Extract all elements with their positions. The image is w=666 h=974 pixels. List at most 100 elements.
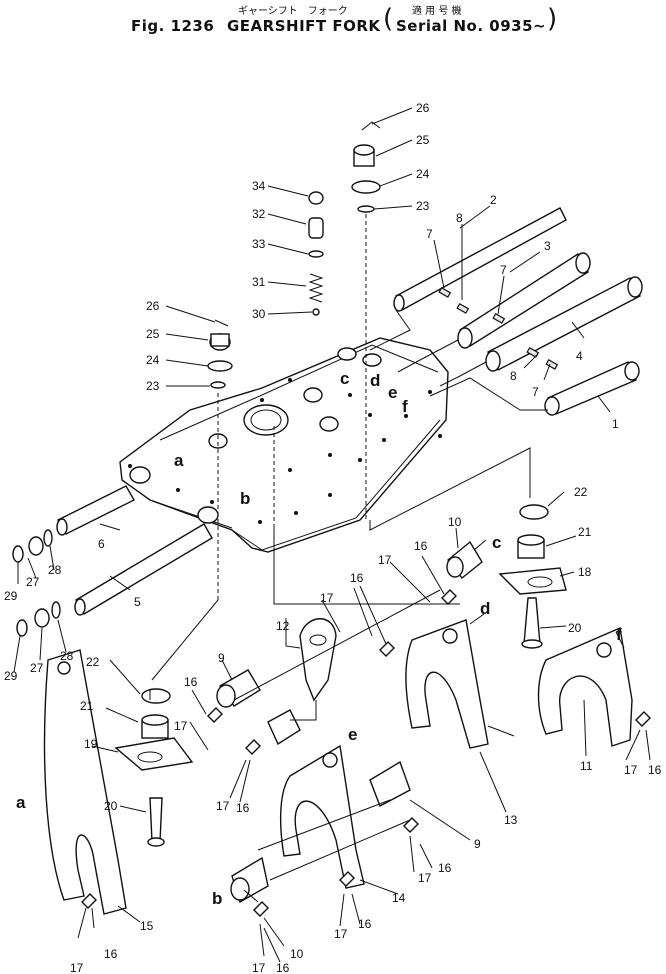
callout-7-middle: 7	[500, 263, 507, 277]
serial-number: Serial No. 0935~	[396, 17, 547, 35]
callout-16-lower-right: 16	[438, 861, 452, 875]
callout-27-lower: 27	[30, 661, 44, 675]
shift-shaft-3	[457, 252, 591, 349]
callout-17-lower-center: 17	[334, 927, 348, 941]
lever-12	[299, 618, 337, 702]
washer-22-left	[141, 688, 171, 704]
callout-13: 13	[504, 813, 518, 827]
callout-33: 33	[252, 237, 266, 251]
callout-17-lower-right: 17	[418, 871, 432, 885]
pivot-pin-20-right	[521, 597, 543, 649]
bearing-21-left	[141, 714, 169, 739]
callout-17-upper: 17	[378, 553, 392, 567]
washer-22-right	[519, 504, 549, 520]
callout-8-upper: 8	[456, 211, 463, 225]
diagram-title: GEARSHIFT FORK	[227, 17, 381, 35]
callout-16-bottom-center: 16	[276, 961, 290, 974]
callout-10-upper: 10	[448, 515, 462, 529]
shift-shaft-4	[485, 276, 643, 372]
callout-16-right: 16	[648, 763, 662, 777]
fork-14	[279, 744, 365, 889]
callout-27-upper: 27	[26, 575, 40, 589]
pins-7-8	[438, 286, 559, 370]
callout-32: 32	[252, 207, 266, 221]
callout-11: 11	[580, 759, 593, 773]
callout-17-bottom-left: 17	[70, 961, 84, 974]
letter-e-housing: e	[388, 383, 397, 402]
letter-f-part: f	[616, 625, 622, 644]
callout-14: 14	[392, 891, 406, 905]
bracket-18	[498, 567, 567, 595]
callout-4: 4	[576, 349, 583, 363]
callout-26-right: 26	[416, 101, 430, 115]
fork-15	[43, 649, 127, 915]
letter-a-part: a	[16, 793, 26, 812]
callout-5: 5	[134, 595, 141, 609]
callout-23-left: 23	[146, 379, 160, 393]
shaft-guide-lines	[369, 309, 548, 411]
callout-31: 31	[252, 275, 266, 289]
fork-11	[537, 627, 633, 747]
callout-16-lower-center: 16	[358, 917, 372, 931]
callout-26-left: 26	[146, 299, 160, 313]
left-fastener-stack	[207, 319, 233, 389]
block-10-lower	[230, 856, 269, 904]
callout-17-right: 17	[624, 763, 638, 777]
letter-c-housing: c	[340, 369, 349, 388]
shift-shaft-6	[56, 485, 135, 536]
letter-d-housing: d	[370, 371, 380, 390]
callout-16-mid: 16	[350, 571, 364, 585]
callout-19: 19	[84, 737, 98, 751]
callout-22-right: 22	[574, 485, 588, 499]
pivot-pin-20-left	[147, 797, 165, 847]
letter-f-housing: f	[402, 397, 408, 416]
callout-34: 34	[252, 179, 266, 193]
callout-21-right: 21	[578, 525, 592, 539]
letter-e-part: e	[348, 725, 357, 744]
callout-17-bottom-center: 17	[252, 961, 266, 974]
callout-16-bottom-left: 16	[104, 947, 118, 961]
callout-15: 15	[140, 919, 154, 933]
callout-29-upper: 29	[4, 589, 18, 603]
block-9-upper	[216, 669, 261, 708]
callout-30: 30	[252, 307, 266, 321]
serial-kana: 適 用 号 機	[412, 6, 462, 17]
fig-label: Fig. 1236	[131, 17, 215, 35]
callout-10-lower: 10	[290, 947, 304, 961]
callout-16-center: 16	[236, 801, 250, 815]
callout-23-right: 23	[416, 199, 430, 213]
callout-6: 6	[98, 537, 105, 551]
callout-17-mid: 17	[320, 591, 334, 605]
letter-a-housing: a	[174, 451, 184, 470]
plugs-27-28-29	[12, 529, 61, 637]
callout-9-upper: 9	[218, 651, 225, 665]
callout-8-lower: 8	[510, 369, 517, 383]
open-paren: (	[383, 4, 394, 34]
callout-17-left-upper: 17	[174, 719, 188, 733]
callout-18: 18	[578, 565, 592, 579]
block-9-lower	[369, 760, 411, 807]
callout-25-right: 25	[416, 133, 430, 147]
letter-c-part: c	[492, 533, 501, 552]
callout-28-lower: 28	[60, 649, 74, 663]
callout-7-lower: 7	[532, 385, 539, 399]
callout-29-lower: 29	[4, 669, 18, 683]
callout-7-upper: 7	[426, 227, 433, 241]
callout-16-left-upper: 16	[184, 675, 198, 689]
callout-25-left: 25	[146, 327, 160, 341]
callout-21-left: 21	[80, 699, 94, 713]
fork-13	[405, 619, 489, 749]
assembly-guide-lines	[149, 214, 531, 881]
letter-d-part: d	[480, 599, 490, 618]
callout-20-right: 20	[568, 621, 582, 635]
callout-1: 1	[612, 417, 619, 431]
callout-22-left: 22	[86, 655, 100, 669]
bolts-16-17	[81, 589, 651, 917]
shift-shaft-1	[544, 361, 640, 416]
callout-12: 12	[276, 619, 290, 633]
block-10-upper	[446, 540, 483, 579]
part-callouts: 26 25 24 23 34 32 33 31 30 26 25 24 23 2…	[4, 101, 662, 974]
callout-16-upper: 16	[414, 539, 428, 553]
title-kana: ギャーシフト フォーク	[238, 6, 348, 17]
